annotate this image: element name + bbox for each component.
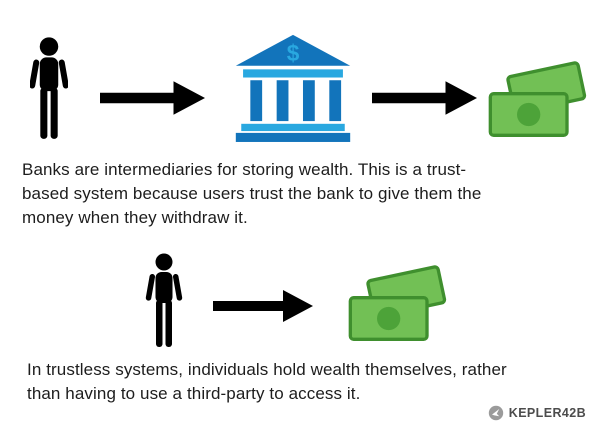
arrow-right-icon bbox=[100, 79, 205, 117]
bank-flow-caption: Banks are intermediaries for storing wea… bbox=[22, 160, 482, 228]
kepler-logo-icon bbox=[488, 405, 504, 421]
arrow-right-icon bbox=[213, 288, 313, 324]
money-icon bbox=[347, 262, 447, 350]
footer-brand: KEPLER42B bbox=[488, 405, 586, 421]
arrow-right-icon bbox=[372, 79, 477, 117]
footer-brand-label: KEPLER42B bbox=[508, 406, 586, 420]
bank-dollar-sign: $ bbox=[287, 40, 300, 66]
person-icon bbox=[30, 32, 68, 148]
person-icon bbox=[144, 252, 184, 352]
bank-icon: $ bbox=[234, 29, 352, 146]
trustless-flow-caption: In trustless systems, individuals hold w… bbox=[27, 360, 507, 404]
money-icon bbox=[487, 57, 587, 147]
